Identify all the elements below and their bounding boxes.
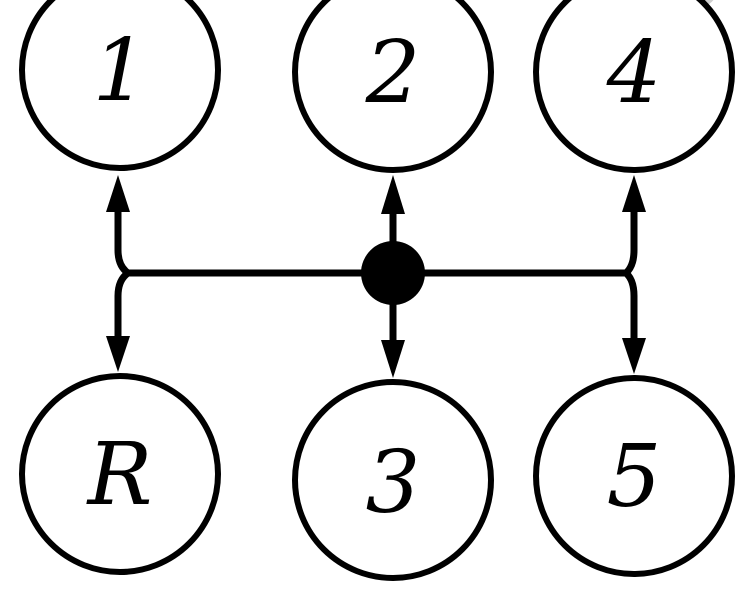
gear-node-1: 1 <box>19 0 221 171</box>
gear-label-2: 2 <box>365 23 421 123</box>
gear-node-3: 3 <box>292 379 494 581</box>
neutral-hub <box>361 241 425 305</box>
gear-label-5: 5 <box>607 427 662 527</box>
gear-node-2: 2 <box>292 0 494 173</box>
gear-label-3: 3 <box>366 433 421 533</box>
gear-node-4: 4 <box>533 0 735 173</box>
gear-label-1: 1 <box>93 21 148 121</box>
arrow-to-gear-5 <box>622 338 646 374</box>
arrow-to-gear-1 <box>106 175 130 212</box>
arrow-to-gear-4 <box>622 175 646 212</box>
gear-label-4: 4 <box>606 23 662 123</box>
branch-right-down <box>622 269 638 350</box>
gear-node-5: 5 <box>533 375 735 577</box>
arrow-to-gear-r <box>106 336 130 372</box>
gear-node-r: R <box>19 373 221 575</box>
gear-label-r: R <box>86 425 153 525</box>
branch-left-down <box>114 269 132 350</box>
arrow-to-gear-3 <box>381 340 405 378</box>
arrow-to-gear-2 <box>381 175 405 214</box>
